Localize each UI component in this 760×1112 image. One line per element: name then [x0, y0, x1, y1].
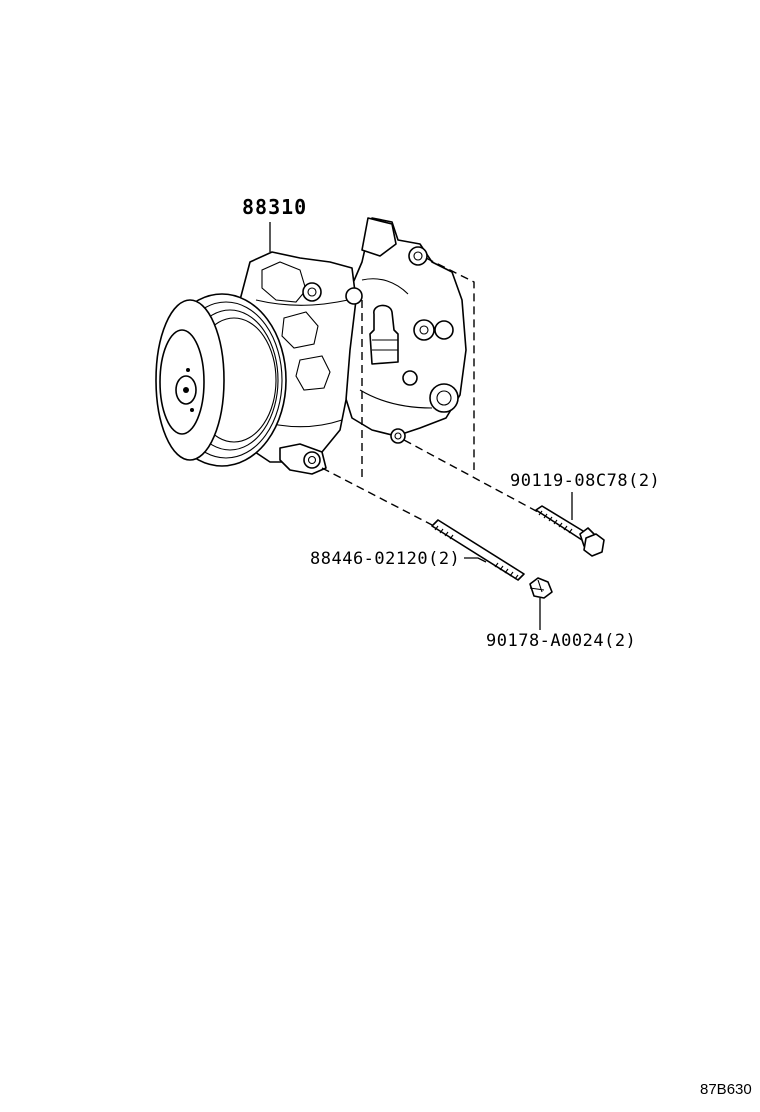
installation-guides: [321, 257, 539, 527]
bolt-thread: [538, 510, 573, 534]
upper-mount-boss: [302, 282, 322, 302]
guide-line-top: [425, 257, 475, 470]
rear-bottom-boss: [390, 428, 406, 444]
stud-88446-drawing[interactable]: [431, 519, 525, 581]
bottom-mount-boss: [303, 451, 321, 469]
rear-bottom-hole: [394, 432, 402, 440]
stud-thread-front: [434, 525, 454, 540]
leader-88446: [464, 557, 487, 563]
hub-rivet: [186, 368, 190, 372]
suction-port-inner: [436, 390, 452, 406]
body-rib: [261, 261, 307, 303]
top-mount-ear: [361, 217, 397, 257]
nut-face: [529, 579, 545, 593]
hub-rivet: [190, 408, 194, 412]
body-rib: [281, 311, 319, 349]
hub-center: [183, 387, 189, 393]
stud-thread-rear: [494, 562, 519, 580]
rear-boss-1: [345, 287, 363, 305]
part-number-nut[interactable]: 90178-A0024(2): [486, 631, 636, 651]
body-rib: [295, 355, 331, 391]
bottom-mount-hole: [307, 455, 317, 465]
part-number-bolt[interactable]: 90119-08C78(2): [510, 471, 660, 491]
connector-detail: [372, 339, 398, 351]
guide-line-stud: [321, 467, 435, 527]
leader-lines: [269, 222, 573, 630]
rear-port-1-hole: [419, 325, 429, 335]
part-number-compressor[interactable]: 88310: [242, 195, 307, 219]
rear-boss-2: [402, 370, 418, 386]
top-mount-hole: [413, 251, 423, 261]
ac-compressor-drawing[interactable]: [155, 217, 467, 475]
bolt-head: [583, 533, 605, 557]
stud-shank: [431, 519, 525, 581]
rear-housing-line: [359, 278, 433, 409]
rear-port-1: [413, 319, 435, 341]
bolt-90119-drawing[interactable]: [535, 505, 605, 557]
diagram-code: 87B630: [700, 1081, 752, 1098]
part-number-stud[interactable]: 88446-02120(2): [310, 549, 460, 569]
rear-port-2: [434, 320, 454, 340]
nut-90178-drawing[interactable]: [529, 577, 553, 599]
top-mount-boss: [408, 246, 428, 266]
suction-port: [429, 383, 459, 413]
electrical-connector: [369, 304, 399, 365]
upper-mount-hole: [307, 287, 317, 297]
body-line: [255, 299, 349, 306]
